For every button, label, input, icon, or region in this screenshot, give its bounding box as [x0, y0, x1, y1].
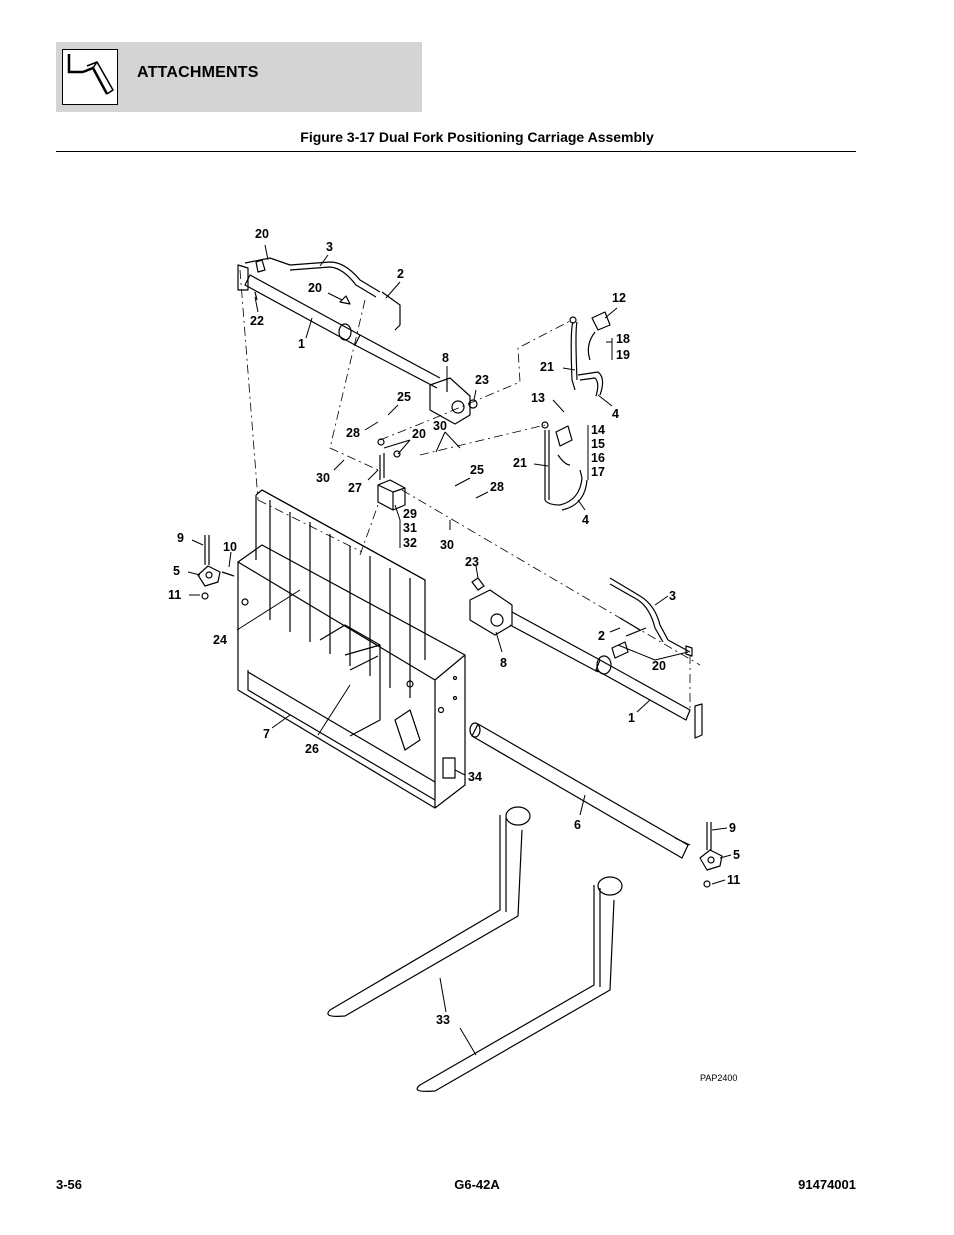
- callout-24: 24: [213, 633, 227, 647]
- callout-12: 12: [612, 291, 626, 305]
- callout-14: 14: [591, 423, 605, 437]
- callout-29: 29: [403, 507, 417, 521]
- callout-2: 2: [598, 629, 605, 643]
- header-rule: [56, 151, 856, 152]
- callout-25: 25: [397, 390, 411, 404]
- callout-15: 15: [591, 437, 605, 451]
- callout-3: 3: [326, 240, 333, 254]
- callout-18: 18: [616, 332, 630, 346]
- callout-16: 16: [591, 451, 605, 465]
- callout-7: 7: [263, 727, 270, 741]
- callout-30: 30: [440, 538, 454, 552]
- callout-21: 21: [540, 360, 554, 374]
- callout-34: 34: [468, 770, 482, 784]
- valve-block: [377, 438, 406, 511]
- callout-20: 20: [255, 227, 269, 241]
- callout-11: 11: [168, 588, 181, 602]
- callout-4: 4: [582, 513, 589, 527]
- callout-8: 8: [500, 656, 507, 670]
- callout-23: 23: [475, 373, 489, 387]
- callout-6: 6: [574, 818, 581, 832]
- callout-9: 9: [729, 821, 736, 835]
- callout-32: 32: [403, 536, 417, 550]
- figure-title: Figure 3-17 Dual Fork Positioning Carria…: [300, 129, 654, 145]
- callout-30: 30: [433, 419, 447, 433]
- carriage-frame: [237, 489, 466, 809]
- callout-30: 30: [316, 471, 330, 485]
- callout-20: 20: [652, 659, 666, 673]
- callout-13: 13: [531, 391, 545, 405]
- callout-3: 3: [669, 589, 676, 603]
- callout-8: 8: [442, 351, 449, 365]
- callout-11: 11: [727, 873, 740, 887]
- callout-1: 1: [298, 337, 305, 351]
- callout-20: 20: [308, 281, 322, 295]
- fork-left: [327, 806, 531, 1017]
- callout-5: 5: [173, 564, 180, 578]
- lower-cylinder: [595, 577, 703, 739]
- lower-shaft: [469, 722, 691, 859]
- callout-21: 21: [513, 456, 527, 470]
- left-pin-parts: [197, 535, 235, 600]
- callout-33: 33: [436, 1013, 450, 1027]
- callout-20: 20: [412, 427, 426, 441]
- callout-17: 17: [591, 465, 605, 479]
- callout-labels: 20 3 2 20 22 1 8 23 25 28 20 30 30 27 29…: [168, 227, 740, 1083]
- callout-5: 5: [733, 848, 740, 862]
- callout-27: 27: [348, 481, 362, 495]
- callout-1: 1: [628, 711, 635, 725]
- callout-10: 10: [223, 540, 237, 554]
- part-number: 91474001: [798, 1177, 856, 1192]
- fork-carriage-icon: [62, 49, 118, 105]
- page-number: 3-56: [56, 1177, 83, 1192]
- section-title: ATTACHMENTS: [137, 64, 259, 81]
- callout-25: 25: [470, 463, 484, 477]
- right-pin-parts: [699, 822, 723, 888]
- callout-28: 28: [490, 480, 504, 494]
- callout-4: 4: [612, 407, 619, 421]
- upper-cylinder: [237, 257, 441, 389]
- callout-19: 19: [616, 348, 630, 362]
- drawing-code: PAP2400: [700, 1073, 737, 1083]
- callout-9: 9: [177, 531, 184, 545]
- hoses: [541, 311, 611, 511]
- lower-bracket: [469, 577, 601, 673]
- callout-22: 22: [250, 314, 264, 328]
- fork-right: [416, 876, 623, 1092]
- model-number: G6-42A: [454, 1177, 500, 1192]
- callout-23: 23: [465, 555, 479, 569]
- callout-26: 26: [305, 742, 319, 756]
- callout-31: 31: [403, 521, 417, 535]
- callout-28: 28: [346, 426, 360, 440]
- callout-2: 2: [397, 267, 404, 281]
